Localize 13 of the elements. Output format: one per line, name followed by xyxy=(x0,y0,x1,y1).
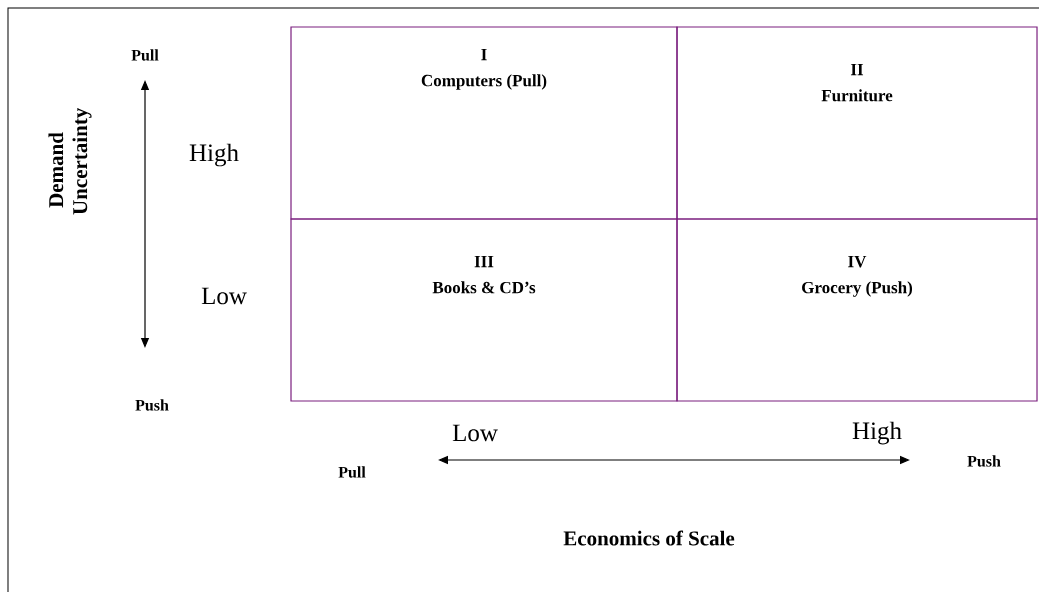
quadrant-cell: III Books & CD’s xyxy=(290,218,678,402)
strategy-label: Push xyxy=(135,399,169,411)
quadrant-cell: IV Grocery (Push) xyxy=(676,218,1038,402)
axis-title: Demand Uncertainty xyxy=(48,107,92,215)
strategy-label: Push xyxy=(967,455,1001,467)
axis-title: Economics of Scale xyxy=(563,530,735,546)
axis-level-label: Low xyxy=(452,424,498,442)
quadrant-cell: I Computers (Pull) xyxy=(290,26,678,220)
strategy-label: Pull xyxy=(338,466,366,478)
strategy-label: Pull xyxy=(131,49,159,61)
axis-level-label: Low xyxy=(201,287,247,305)
axis-level-label: High xyxy=(189,143,239,167)
quadrant-cell: II Furniture xyxy=(676,26,1038,220)
